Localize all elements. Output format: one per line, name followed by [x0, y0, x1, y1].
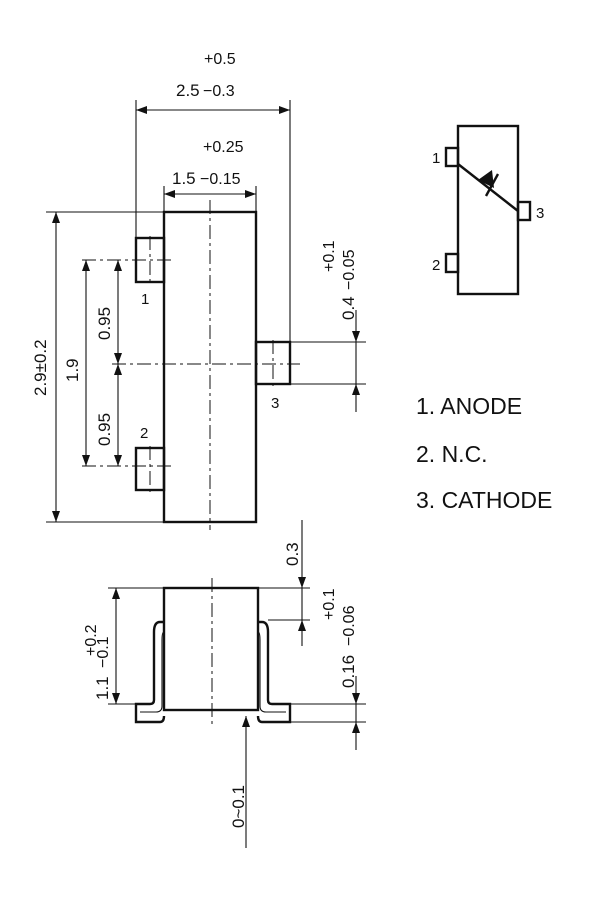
side-height-tol-minus: −0.1: [95, 636, 112, 668]
legend-item-anode: 1. ANODE: [416, 393, 522, 419]
pitch-dimension: 1.9: [63, 358, 82, 382]
diode-triangle: [478, 170, 494, 188]
left-lead-inner: [140, 631, 165, 713]
schematic-pin-3: [516, 200, 532, 222]
arrowhead: [82, 260, 90, 271]
schematic-pin-3-label: 3: [536, 205, 544, 222]
schematic-pin-2-label: 2: [432, 257, 440, 274]
arrowhead: [352, 384, 360, 395]
arrowhead: [352, 331, 360, 342]
body-tol-minus: −0.15: [200, 171, 241, 188]
half-pitch-upper: 0.95: [95, 307, 114, 340]
schematic-pin-2: [444, 252, 460, 274]
body-tol-plus: +0.25: [203, 139, 244, 156]
arrowhead: [82, 455, 90, 466]
body-width-dimension: 1.5: [172, 169, 196, 188]
arrowhead: [52, 511, 60, 522]
arrowhead: [242, 716, 250, 727]
pin-3-label: 3: [271, 395, 279, 412]
arrowhead: [114, 364, 122, 375]
arrowhead: [114, 455, 122, 466]
width-tol-plus: +0.5: [204, 51, 236, 68]
lead-width-dimension: 0.4: [339, 296, 358, 320]
lead-tol-minus: −0.05: [341, 249, 358, 290]
lead-tol-plus: +0.1: [321, 240, 338, 272]
arrowhead: [352, 693, 360, 704]
shoulder-dimension: 0.3: [283, 542, 302, 566]
schematic-pin-1-label: 1: [432, 150, 440, 167]
side-view: +0.2 1.1 −0.1 0.3 +0.1 0.16 −0.06 0~0.1: [83, 520, 366, 848]
arrowhead: [136, 106, 147, 114]
arrowhead: [52, 212, 60, 223]
thickness-tol-plus: +0.1: [321, 588, 338, 620]
pin-legend: 1. ANODE 2. N.C. 3. CATHODE: [416, 393, 552, 513]
thickness-tol-minus: −0.06: [341, 605, 358, 646]
side-height-tol-plus: +0.2: [83, 624, 100, 656]
pin-1-label: 1: [141, 291, 149, 308]
arrowhead: [279, 106, 290, 114]
half-pitch-lower: 0.95: [95, 413, 114, 446]
diode-cathode-bar: [484, 173, 500, 197]
arrowhead: [112, 588, 120, 599]
side-view-body: [162, 586, 260, 712]
legend-item-cathode: 3. CATHODE: [416, 487, 552, 513]
side-height-dimension: 1.1: [93, 676, 112, 700]
pinout-schematic: 1 2 3: [432, 124, 544, 296]
lead-thickness-dimension: 0.16: [339, 655, 358, 688]
legend-item-nc: 2. N.C.: [416, 441, 488, 467]
schematic-body: [456, 124, 520, 296]
width-dimension: 2.5: [176, 81, 200, 100]
pin-2-label: 2: [140, 425, 148, 442]
arrowhead: [114, 260, 122, 271]
arrowhead: [298, 577, 306, 588]
left-gull-wing-lead: [134, 620, 166, 724]
schematic-pin-1: [444, 146, 460, 168]
top-view: 1 2 3 +0.5 2.5 −0.3 +0.25 1.5 −0.15 2.9±…: [31, 51, 366, 530]
width-tol-minus: −0.3: [203, 83, 235, 100]
diode-wire: [457, 163, 519, 212]
arrowhead: [352, 722, 360, 733]
arrowhead: [298, 620, 306, 631]
right-lead-inner: [257, 631, 286, 713]
arrowhead: [245, 190, 256, 198]
right-gull-wing-lead: [256, 620, 292, 724]
arrowhead: [164, 190, 175, 198]
arrowhead: [114, 353, 122, 364]
standoff-dimension: 0~0.1: [229, 785, 248, 828]
arrowhead: [112, 693, 120, 704]
height-dimension: 2.9±0.2: [31, 339, 50, 396]
